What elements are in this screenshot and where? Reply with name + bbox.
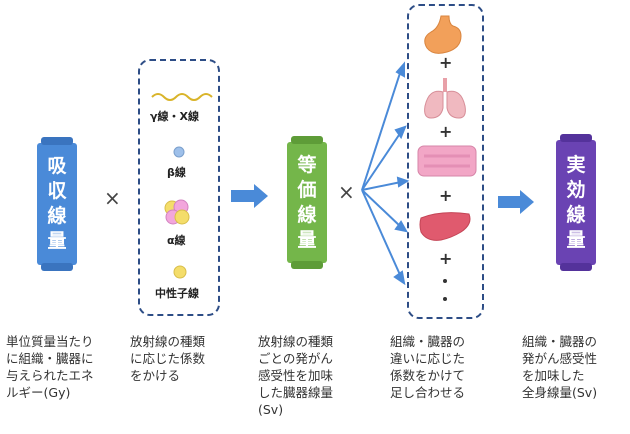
- equivalent-dose-label: 等 価 線 量: [287, 136, 327, 269]
- alpha-particle-icon: [164, 199, 190, 225]
- effective-dose-char: 線: [566, 203, 586, 226]
- absorbed-dose-char: 収: [47, 180, 67, 202]
- neutron-ray-label: 中性子線: [155, 287, 199, 300]
- equivalent-dose-caption: 放射線の種類 ごとの発がん 感受性を加味 した臓器線量 (Sv): [258, 334, 334, 417]
- stomach-icon: [424, 15, 462, 54]
- multiply-sign: ×: [338, 180, 355, 204]
- effective-dose-char: 実: [566, 153, 586, 176]
- effective-dose-label: 実 効 線 量: [556, 134, 596, 271]
- multiply-sign: ×: [104, 186, 121, 210]
- radiation-factor-caption: 放射線の種類 に応じた係数 をかける: [130, 334, 206, 383]
- lungs-icon: [424, 78, 466, 119]
- absorbed-dose-char: 量: [47, 230, 67, 252]
- plus-sign: +: [439, 53, 453, 72]
- gamma-x-ray-label: γ線・X線: [150, 110, 199, 123]
- arrow-right-icon: [498, 190, 534, 214]
- tissue-factor-caption: 組織・臓器の 違いに応じた 係数をかけて 足し合わせる: [390, 334, 466, 400]
- alpha-ray-label: α線: [167, 234, 186, 247]
- plus-sign: +: [439, 186, 453, 205]
- liver-icon: [419, 212, 471, 241]
- ellipsis-dot: [443, 297, 447, 301]
- intestine-icon: [417, 145, 477, 177]
- effective-dose-char: 量: [566, 228, 586, 251]
- absorbed-dose-char: 線: [47, 205, 67, 227]
- gamma-wave-icon: [151, 93, 213, 101]
- equivalent-dose-char: 線: [297, 203, 317, 226]
- absorbed-dose-char: 吸: [47, 155, 67, 177]
- ellipsis-dot: [443, 279, 447, 283]
- organs-box: [407, 4, 484, 319]
- plus-sign: +: [439, 122, 453, 141]
- equivalent-dose-char: 等: [297, 153, 317, 176]
- equivalent-dose-char: 価: [297, 178, 317, 201]
- effective-dose-char: 効: [566, 178, 586, 201]
- beta-ray-label: β線: [167, 166, 186, 179]
- arrow-right-icon: [231, 184, 268, 208]
- plus-sign: +: [439, 249, 453, 268]
- neutron-particle-icon: [173, 265, 187, 279]
- absorbed-dose-label: 吸 収 線 量: [37, 137, 77, 271]
- equivalent-dose-char: 量: [297, 228, 317, 251]
- absorbed-dose-caption: 単位質量当たり に組織・臓器に 与えられたエネ ルギー(Gy): [6, 334, 94, 400]
- fan-arrows: [361, 61, 410, 286]
- radiation-types-box: [138, 59, 220, 316]
- effective-dose-caption: 組織・臓器の 発がん感受性 を加味した 全身線量(Sv): [522, 334, 598, 400]
- beta-particle-icon: [173, 146, 185, 158]
